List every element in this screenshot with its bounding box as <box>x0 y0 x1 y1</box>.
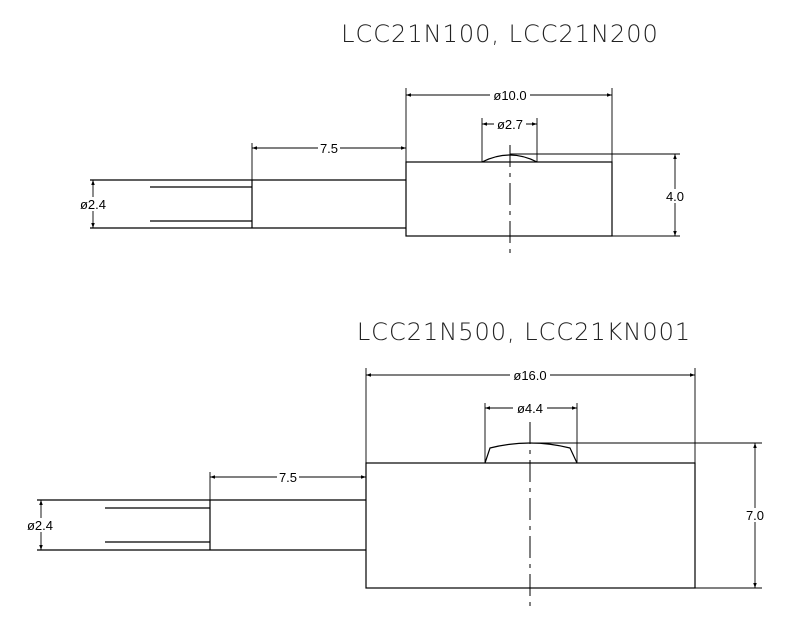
load-button <box>484 442 578 464</box>
shaft-length-label: 7.5 <box>320 141 338 156</box>
drawing-title: LCC21N100, LCC21N200 <box>341 20 659 48</box>
drawing-title: LCC21N500, LCC21KN001 <box>357 318 691 346</box>
sensor-body <box>405 161 613 237</box>
body-diameter-label: ø10.0 <box>493 88 526 103</box>
body-diameter-label: ø16.0 <box>513 368 546 383</box>
cable-diameter-label: ø2.4 <box>80 197 106 212</box>
button-diameter-label: ø4.4 <box>517 401 543 416</box>
shaft-length-label: 7.5 <box>279 470 297 485</box>
height-label: 7.0 <box>746 508 764 523</box>
load-cell-drawing-large: LCC21N500, LCC21KN001 ø16.0 ø4.4 7.5 ø2.… <box>27 318 767 612</box>
cable-diameter-label: ø2.4 <box>27 518 53 533</box>
load-cell-drawing-small: LCC21N100, LCC21N200 ø10.0 ø2.7 7.5 <box>80 20 685 258</box>
button-diameter-label: ø2.7 <box>497 117 523 132</box>
height-label: 4.0 <box>666 189 684 204</box>
